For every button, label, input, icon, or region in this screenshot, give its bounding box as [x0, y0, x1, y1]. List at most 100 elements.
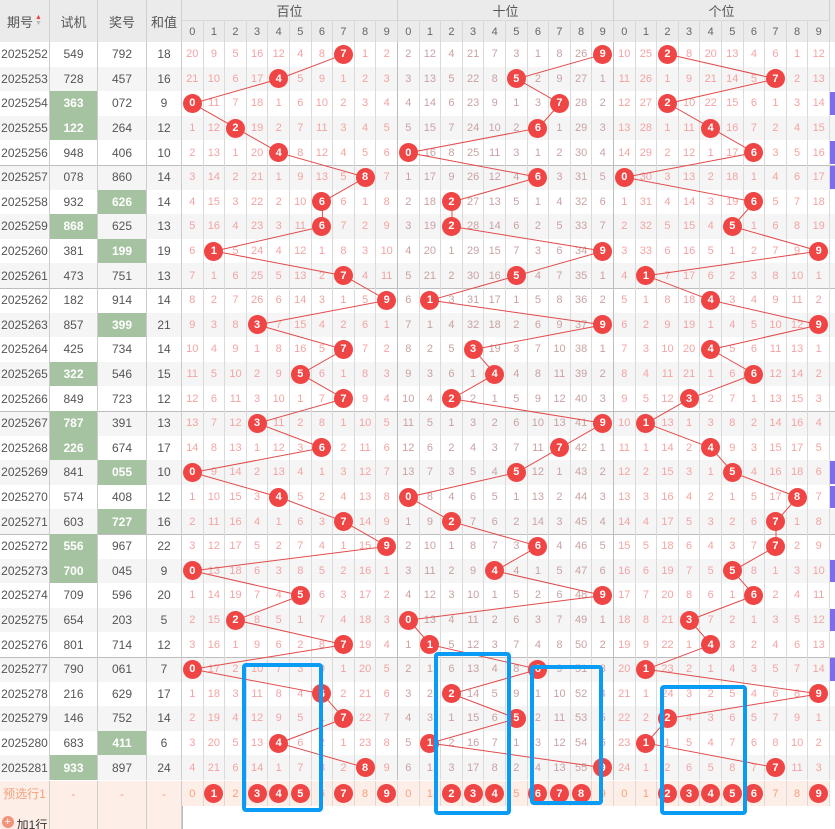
draw-number-cell: 626	[98, 189, 147, 215]
omission-cell: 14	[614, 509, 636, 534]
preselect-digit-3[interactable]: 3	[462, 781, 485, 806]
issue-cell: 2025276	[0, 632, 50, 657]
preselect-digit-7[interactable]: 7	[333, 781, 355, 806]
preselect-digit-0[interactable]: 0	[182, 781, 204, 806]
omission-cell: 5	[312, 558, 334, 584]
selected-digit-ball[interactable]: 7	[549, 784, 569, 803]
issue-column-header-label: 期号	[7, 14, 34, 30]
test-number-cell: 078	[50, 165, 98, 190]
omission-cell: 12	[614, 460, 636, 485]
preselect-digit-5[interactable]: 5	[506, 781, 528, 806]
selected-digit-ball[interactable]: 3	[679, 784, 699, 803]
omission-cell: 4	[592, 509, 614, 534]
omission-cell: 12	[225, 411, 247, 436]
omission-cell: 4	[376, 386, 398, 411]
omission-cell: 41	[571, 411, 593, 436]
preselect-digit-1[interactable]: 1	[635, 781, 658, 806]
omission-cell: 7	[679, 558, 701, 584]
selected-digit-ball[interactable]: 2	[441, 784, 461, 803]
selected-digit-ball[interactable]: 4	[269, 784, 289, 803]
sort-icon[interactable]: ▲▼	[35, 14, 42, 27]
selected-digit-ball[interactable]: 4	[701, 784, 721, 803]
selected-digit-ball[interactable]: 7	[333, 784, 353, 803]
hit-cell: 9	[592, 312, 614, 338]
preselect-digit-0[interactable]: 0	[398, 781, 420, 806]
omission-cell: 1	[333, 730, 355, 756]
omission-cell: 21	[657, 607, 679, 633]
test-number-cell: 801	[50, 632, 98, 657]
preselect-digit-5[interactable]: 5	[290, 781, 312, 806]
omission-cell: 4	[636, 361, 658, 387]
preselect-digit-9[interactable]: 9	[376, 781, 398, 806]
hit-ball: 9	[593, 315, 613, 335]
omission-cell: 4	[528, 263, 550, 288]
add-row-button[interactable]: +加1行	[0, 806, 50, 829]
preselect-digit-8[interactable]: 8	[786, 781, 809, 806]
preselect-digit-2[interactable]: 2	[441, 781, 463, 806]
preselect-digit-3[interactable]: 3	[678, 781, 701, 806]
preselect-digit-0[interactable]: 0	[614, 781, 636, 806]
omission-cell: 14	[290, 288, 312, 313]
omission-cell: 2	[636, 706, 658, 731]
preselect-digit-2[interactable]: 2	[225, 781, 247, 806]
omission-cell: 7	[268, 312, 290, 338]
preselect-digit-3[interactable]: 3	[246, 781, 269, 806]
omission-cell: 5	[376, 657, 398, 682]
omission-cell: 11	[614, 435, 636, 461]
omission-cell: 12	[614, 91, 636, 116]
issue-cell: 2025268	[0, 435, 50, 461]
omission-cell: 9	[290, 165, 312, 190]
omission-cell: 15	[290, 312, 312, 338]
omission-cell: 8	[204, 435, 226, 461]
omission-cell: 18	[484, 312, 506, 338]
omission-cell: 28	[636, 115, 658, 141]
omission-cell: 1	[312, 238, 334, 264]
hit-cell: 6	[528, 534, 550, 559]
omission-cell: 2	[333, 312, 355, 338]
preselect-digit-4[interactable]: 4	[268, 781, 290, 806]
selected-digit-ball[interactable]: 1	[204, 784, 224, 803]
draw-number-cell: 625	[98, 214, 147, 239]
preselect-digit-7[interactable]: 7	[765, 781, 787, 806]
preselect-digit-9[interactable]: 9	[808, 781, 830, 806]
omission-cell: 17	[765, 484, 787, 510]
hit-cell: 7	[549, 435, 571, 461]
selected-digit-ball[interactable]: 9	[377, 784, 397, 803]
preselect-digit-1[interactable]: 1	[203, 781, 226, 806]
hit-ball: 0	[398, 143, 418, 163]
plus-circle-icon[interactable]: +	[1, 816, 14, 828]
omission-cell: 5	[484, 484, 506, 510]
omission-cell: 3	[290, 435, 312, 461]
omission-cell: 1	[722, 484, 744, 510]
selected-digit-ball[interactable]: 8	[571, 784, 591, 803]
omission-cell: 2	[204, 288, 226, 313]
selected-digit-ball[interactable]: 9	[809, 784, 829, 803]
hit-ball: 5	[722, 462, 742, 482]
selected-digit-ball[interactable]: 3	[247, 784, 267, 803]
omission-cell: 17	[787, 435, 809, 461]
omission-cell: 1	[808, 337, 830, 362]
issue-cell: 2025253	[0, 66, 50, 92]
selected-digit-ball[interactable]: 4	[485, 784, 505, 803]
preselect-digit-8[interactable]: 8	[570, 781, 593, 806]
preselect-digit-5[interactable]: 5	[722, 781, 744, 806]
draw-number-cell: 264	[98, 115, 147, 141]
selected-digit-ball[interactable]: 5	[290, 784, 310, 803]
preselect-digit-4[interactable]: 4	[484, 781, 506, 806]
selected-digit-ball[interactable]: 3	[463, 784, 483, 803]
preselect-digit-7[interactable]: 7	[549, 781, 571, 806]
omission-cell: 2	[463, 386, 485, 411]
preselect-digit-8[interactable]: 8	[354, 781, 377, 806]
hit-cell: 7	[333, 337, 355, 362]
omission-cell: 12	[290, 238, 312, 264]
preselect-digit-6[interactable]: 6	[743, 781, 766, 806]
selected-digit-ball[interactable]: 6	[744, 784, 764, 803]
omission-cell: 9	[376, 755, 398, 780]
preselect-digit-4[interactable]: 4	[700, 781, 722, 806]
issue-cell: 2025256	[0, 140, 50, 165]
issue-column-header[interactable]: 期号▲▼	[0, 0, 50, 42]
preselect-label[interactable]: 预选行1	[0, 781, 50, 806]
omission-cell: 8	[376, 484, 398, 510]
hit-cell: 6	[312, 214, 334, 239]
selected-digit-ball[interactable]: 5	[722, 784, 742, 803]
